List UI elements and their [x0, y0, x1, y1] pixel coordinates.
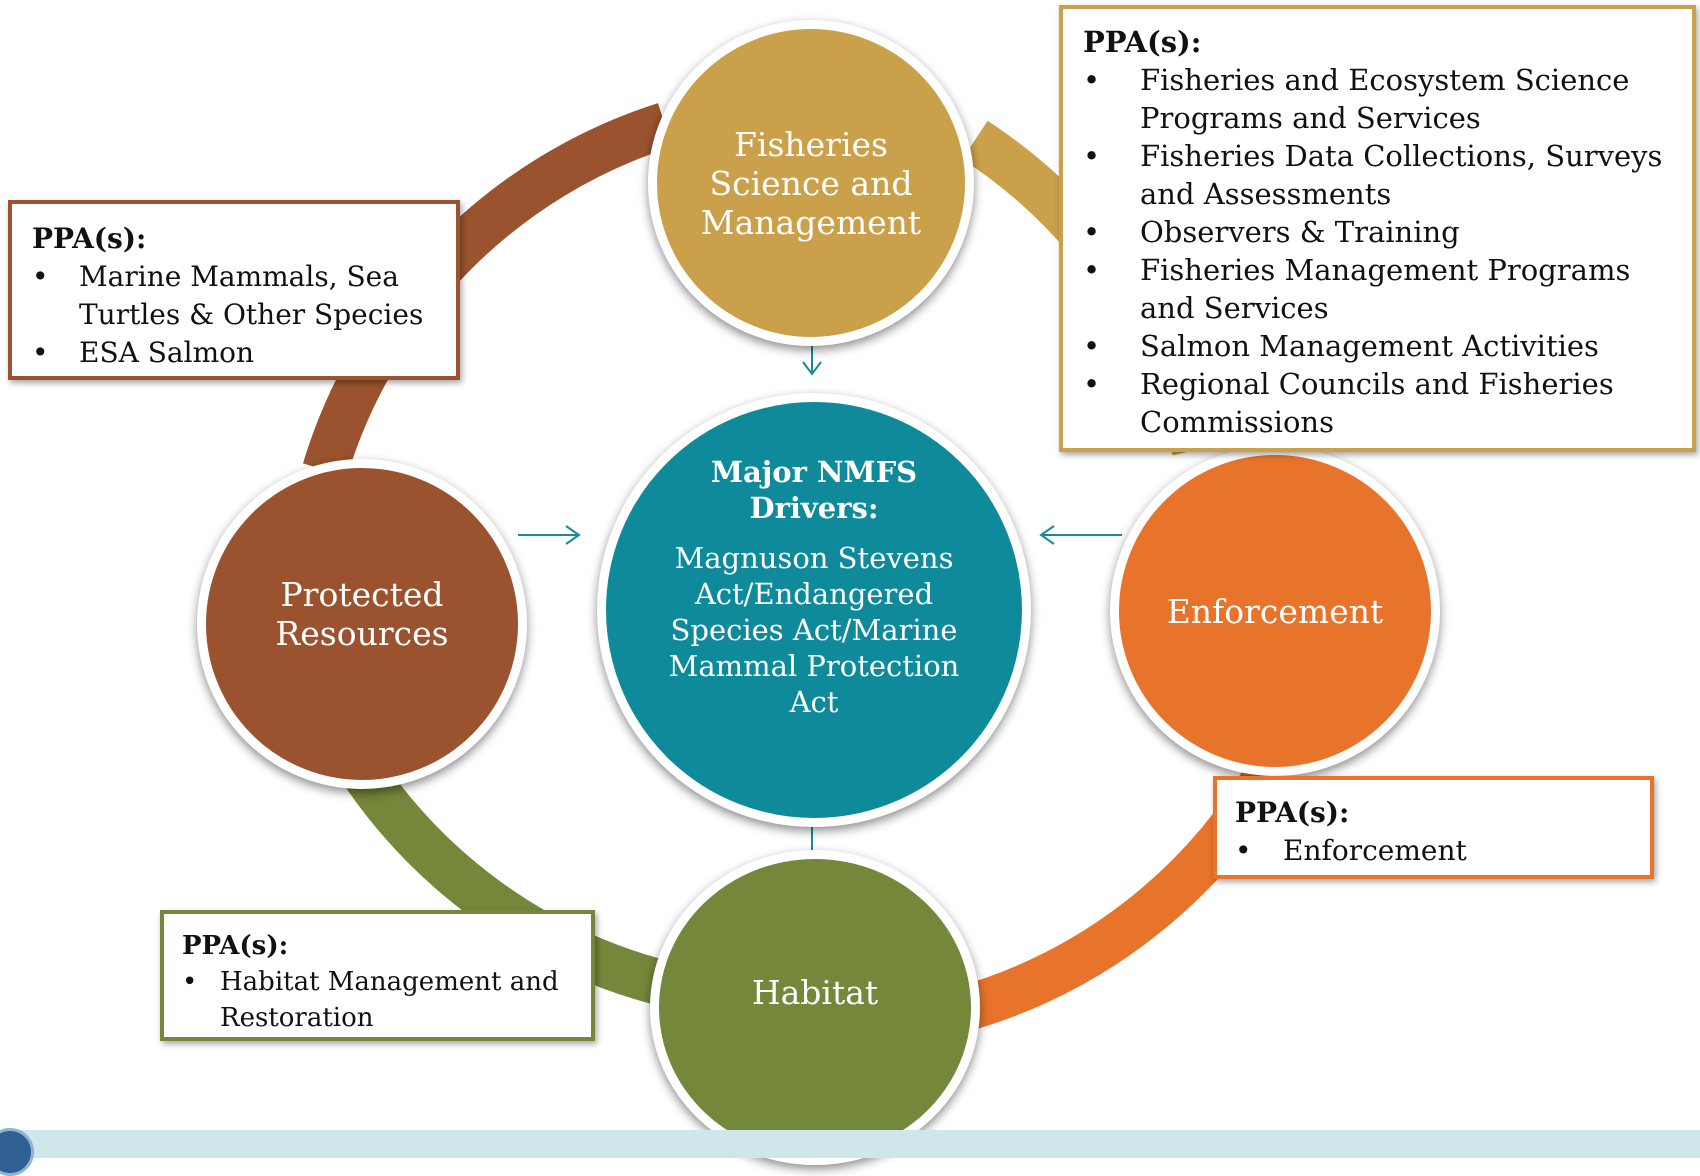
footer-band	[0, 1130, 1700, 1158]
bullet-icon: •	[1083, 63, 1101, 97]
bullet-icon: •	[32, 260, 49, 293]
enforcement-node: Enforcement	[1110, 446, 1440, 776]
ppa-box-habitat: PPA(s): • Habitat Management and Restorat…	[160, 910, 595, 1041]
ppa-item: • Observers & Training	[1083, 213, 1672, 251]
ppa-item: • ESA Salmon	[32, 334, 438, 372]
major-drivers-node: Major NMFS Drivers: Magnuson Stevens Act…	[597, 393, 1031, 827]
ppa-box-enforcement: PPA(s): • Enforcement	[1213, 776, 1654, 879]
ppa-item: • Habitat Management and Restoration	[182, 964, 575, 1036]
ppa-item: • Fisheries Data Collections, Surveys and…	[1083, 137, 1672, 213]
bullet-icon: •	[1083, 215, 1101, 249]
ppa-item-text: Habitat Management and Restoration	[220, 967, 559, 1033]
bullet-icon: •	[1083, 367, 1101, 401]
habitat-label: Habitat	[751, 973, 879, 1012]
fisheries-science-node: Fisheries Science and Management	[648, 20, 974, 346]
ppa-item: • Salmon Management Activities	[1083, 327, 1672, 365]
ppa-item-text: Fisheries Data Collections, Surveys and …	[1140, 139, 1663, 211]
arrow-from-enforcement	[1039, 525, 1122, 545]
bullet-icon: •	[1083, 253, 1101, 287]
ppa-title: PPA(s):	[182, 931, 289, 961]
protected-resources-node: Protected Resources	[197, 459, 527, 789]
ppa-item-text: ESA Salmon	[79, 336, 255, 369]
ppa-item-text: Fisheries Management Programs and Servic…	[1140, 253, 1631, 325]
bullet-icon: •	[32, 336, 49, 369]
ppa-item: • Fisheries and Ecosystem Science Program…	[1083, 61, 1672, 137]
ppa-list: • Fisheries and Ecosystem Science Program…	[1083, 61, 1672, 441]
ppa-list: • Habitat Management and Restoration	[182, 964, 575, 1036]
ppa-item: • Enforcement	[1235, 832, 1634, 870]
ppa-title: PPA(s):	[1083, 25, 1202, 59]
ppa-box-fisheries: PPA(s): • Fisheries and Ecosystem Science…	[1059, 5, 1696, 452]
ppa-item: • Marine Mammals, Sea Turtles & Other Spe…	[32, 258, 438, 334]
ppa-item-text: Marine Mammals, Sea Turtles & Other Spec…	[79, 260, 424, 331]
ppa-item-text: Fisheries and Ecosystem Science Programs…	[1140, 63, 1630, 135]
ppa-item-text: Salmon Management Activities	[1140, 329, 1599, 363]
ppa-item: • Regional Councils and Fisheries Commiss…	[1083, 365, 1672, 441]
ring-arc-habitat-protected	[335, 747, 676, 1008]
habitat-node: Habitat	[650, 850, 980, 1165]
bullet-icon: •	[182, 967, 198, 997]
bullet-icon: •	[1083, 329, 1101, 363]
ppa-item-text: Regional Councils and Fisheries Commissi…	[1140, 367, 1614, 439]
ppa-list: • Marine Mammals, Sea Turtles & Other Spe…	[32, 258, 438, 372]
major-drivers-body: Magnuson Stevens Act/Endangered Species …	[668, 541, 960, 719]
protected-resources-label: Protected Resources	[275, 575, 449, 653]
major-drivers-title: Major NMFS Drivers:	[710, 455, 918, 525]
fisheries-science-label: Fisheries Science and Management	[700, 124, 922, 242]
ppa-box-protected: PPA(s): • Marine Mammals, Sea Turtles & O…	[8, 200, 460, 380]
ppa-item: • Fisheries Management Programs and Servi…	[1083, 251, 1672, 327]
ppa-title: PPA(s):	[32, 222, 147, 255]
enforcement-label: Enforcement	[1166, 591, 1384, 631]
ppa-list: • Enforcement	[1235, 832, 1634, 870]
ppa-item-text: Observers & Training	[1140, 215, 1460, 249]
bullet-icon: •	[1235, 834, 1252, 867]
bullet-icon: •	[1083, 139, 1101, 173]
ppa-title: PPA(s):	[1235, 796, 1350, 829]
ppa-item-text: Enforcement	[1283, 834, 1467, 867]
arrow-from-protected	[518, 525, 581, 545]
